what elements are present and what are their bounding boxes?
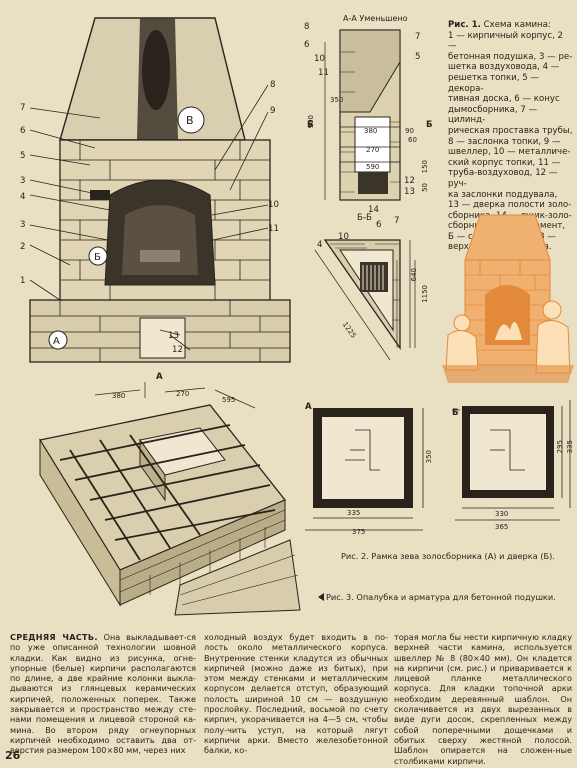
section-aa-title: А-А Уменьшено xyxy=(343,14,408,23)
svg-text:А: А xyxy=(53,336,60,347)
fig3-section-mark: А xyxy=(156,372,163,382)
fig1-callout-6: 6 xyxy=(20,126,26,136)
page-number: 26 xyxy=(5,749,21,762)
fig2-dim-330: 330 xyxy=(495,510,509,518)
fig1-callout-4: 4 xyxy=(20,192,26,202)
fig1-caption-line-12: ка заслонки поддувала, xyxy=(448,189,558,200)
fig1-caption-line-1: 1 — кирпичный корпус, 2 — xyxy=(448,30,564,52)
bb-callout-10: 10 xyxy=(338,232,349,242)
fig2-dim-335b: 335 xyxy=(566,440,574,454)
fig3-formwork-drawing xyxy=(38,382,301,616)
section-bb-drawing xyxy=(314,239,416,361)
dim-bb-640: 640 xyxy=(410,268,418,282)
fig3-dim-595: 595 xyxy=(222,396,236,404)
fig1-caption-line-0: Схема камина: xyxy=(483,20,551,30)
fig2-label-a: А xyxy=(305,402,312,412)
aa-callout-10: 10 xyxy=(314,54,325,64)
fig2-dim-365: 365 xyxy=(495,523,509,531)
fig1-caption-line-5: тивная доска, 6 — конус xyxy=(448,94,560,105)
fig2-label-b: Б xyxy=(452,408,459,418)
dim-aa-590: 590 xyxy=(366,163,380,171)
family-by-fireplace-illustration xyxy=(442,214,574,383)
article-runin-heading: СРЕДНЯЯ ЧАСТЬ. xyxy=(10,632,98,642)
fig2-caption: Рис. 2. Рамка зева золосборника (А) и дв… xyxy=(341,551,555,561)
dim-aa-350: 350 xyxy=(330,96,344,104)
fig1-callout-5: 5 xyxy=(20,151,26,161)
article-column-1: СРЕДНЯЯ ЧАСТЬ. Она выкладывает-ся по уже… xyxy=(10,632,196,756)
fig1-callout-11: 11 xyxy=(268,224,279,234)
article-column-2: холодный воздух будет входить в по-лость… xyxy=(204,632,388,756)
fig3-dim-270: 270 xyxy=(176,390,190,398)
bb-callout-4: 4 xyxy=(317,240,323,250)
article-col1-text: Она выкладывает-ся по уже описанной техн… xyxy=(10,632,197,756)
fig1-callout-3b: 3 xyxy=(20,220,26,230)
article-col3-text: торая могла бы нести кирпичную кладку ве… xyxy=(394,632,572,766)
aa-callout-11: 11 xyxy=(318,68,329,78)
fig2-frame-a-drawing xyxy=(305,408,424,531)
fig2-dim-375: 375 xyxy=(352,528,366,536)
fig1-callout-7: 7 xyxy=(20,103,26,113)
fig1-callout-3a: 3 xyxy=(20,176,26,186)
fig2-dim-350: 350 xyxy=(425,450,433,464)
fig3-caption-pointer-icon xyxy=(318,593,324,601)
fig1-caption-line-10: ский корпус топки, 11 — xyxy=(448,157,561,168)
fig1-callout-10: 10 xyxy=(268,200,279,210)
aa-callout-8: 8 xyxy=(304,22,310,32)
dim-aa-90: 90 xyxy=(405,127,414,135)
bb-callout-6: 6 xyxy=(376,220,382,230)
svg-text:Б: Б xyxy=(94,252,101,263)
fig1-caption-lead: Рис. 1. xyxy=(448,20,481,30)
dim-aa-380: 380 xyxy=(364,127,378,135)
aa-callout-5: 5 xyxy=(415,52,421,62)
fig1-callout-2: 2 xyxy=(20,242,26,252)
fig1-callout-12: 12 xyxy=(172,345,183,355)
fig1-caption-line-6: дымосборника, 7 — цилинд- xyxy=(448,104,538,126)
fig1-callout-1: 1 xyxy=(20,276,26,286)
aa-callout-12: 12 xyxy=(404,176,415,186)
fig1-callout-8: 8 xyxy=(270,80,276,90)
fig1-caption-line-7: рическая проставка трубы, xyxy=(448,125,573,136)
fig2-door-b-drawing xyxy=(452,400,571,521)
fig1-caption-line-2: бетонная подушка, 3 — ре- xyxy=(448,51,573,62)
section-aa-drawing xyxy=(324,29,401,201)
aa-callout-13: 13 xyxy=(404,187,415,197)
section-mark-b-right: Б xyxy=(426,120,433,130)
aa-callout-6: 6 xyxy=(304,40,310,50)
fig1-callout-9: 9 xyxy=(270,106,276,116)
fig1-caption-line-3: шетка воздуховода, 4 — xyxy=(448,62,560,73)
fig1-caption-line-13: 13 — дверка полости золо- xyxy=(448,200,572,211)
fig1-callout-13: 13 xyxy=(168,331,179,341)
article-col2-text: холодный воздух будет входить в по-лость… xyxy=(204,632,388,756)
fig2-dim-335a: 335 xyxy=(347,509,361,517)
aa-callout-14: 14 xyxy=(368,205,379,215)
fig1-fireplace-cutaway: В А Б xyxy=(29,17,291,363)
dim-bb-1150: 1150 xyxy=(421,285,429,303)
bb-callout-7: 7 xyxy=(394,216,400,226)
svg-text:В: В xyxy=(186,114,194,127)
dim-aa-270: 270 xyxy=(366,146,380,154)
section-mark-b-left: Б xyxy=(307,120,314,130)
fig1-caption-line-8: 8 — заслонка топки, 9 — xyxy=(448,136,561,147)
fig1-caption-line-11: труба-воздуховод, 12 — руч- xyxy=(448,168,558,189)
aa-callout-7: 7 xyxy=(415,32,421,42)
fig1-caption-line-4: решетка топки, 5 — декора- xyxy=(448,72,540,94)
dim-aa-50: 50 xyxy=(421,183,429,192)
fig3-dim-380: 380 xyxy=(112,392,126,400)
fig1-caption-line-9: швеллер, 10 — металличе- xyxy=(448,147,571,158)
fig3-caption: Рис. 3. Опалубка и арматура для бетонной… xyxy=(326,592,556,602)
dim-aa-150: 150 xyxy=(421,160,429,174)
dim-aa-60: 60 xyxy=(408,136,417,144)
article-column-3: торая могла бы нести кирпичную кладку ве… xyxy=(394,632,572,766)
fig2-dim-295: 295 xyxy=(556,440,564,454)
section-bb-title: Б-Б xyxy=(357,213,372,223)
